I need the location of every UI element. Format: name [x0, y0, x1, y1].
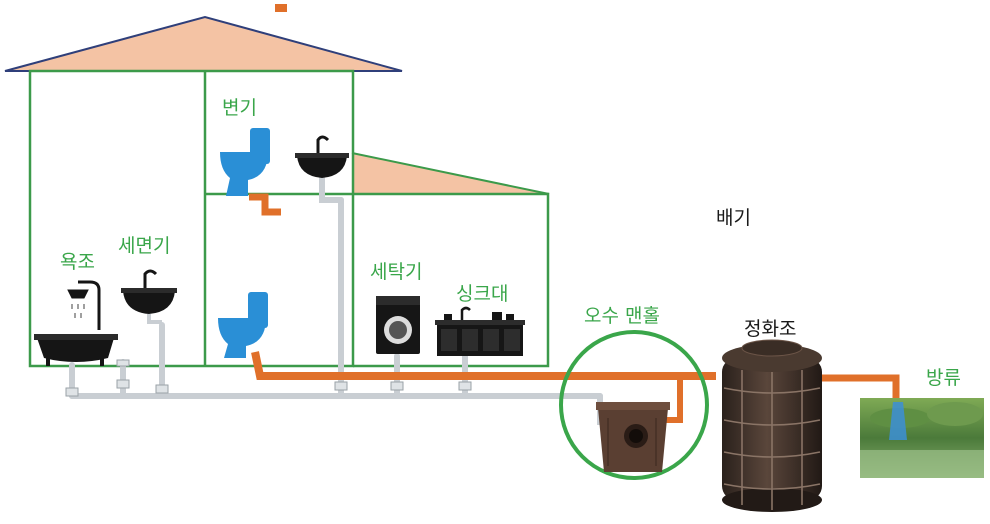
- septic-tank-icon: [722, 339, 822, 512]
- main-roof: [4, 15, 403, 72]
- label-toilet-upper: 변기: [222, 97, 257, 119]
- label-vent: 배기: [716, 207, 751, 229]
- label-washbasin: 세면기: [118, 235, 170, 257]
- drain-pipes: [249, 4, 900, 423]
- pipe-fittings: [65, 359, 472, 397]
- annex-roof: [351, 152, 550, 195]
- label-septic-tank: 정화조: [744, 318, 796, 340]
- bathtub-icon: [34, 334, 118, 366]
- washbasin-icon: [295, 135, 349, 178]
- kitchen-sink-icon: [435, 306, 525, 356]
- washing-machine-icon: [376, 296, 420, 354]
- washbasin-icon: [121, 269, 177, 324]
- shower-icon: [67, 280, 101, 330]
- stream-photo: [860, 398, 984, 478]
- manhole-highlight-ring: [559, 330, 709, 480]
- label-manhole: 오수 맨홀: [584, 305, 660, 327]
- label-sink: 싱크대: [456, 283, 508, 305]
- label-discharge: 방류: [926, 367, 961, 389]
- toilet-icon: [218, 292, 268, 358]
- label-bathtub: 욕조: [60, 251, 95, 273]
- toilet-icon: [220, 128, 270, 196]
- label-washing-machine: 세탁기: [370, 261, 422, 283]
- manhole-box-icon: [596, 402, 670, 472]
